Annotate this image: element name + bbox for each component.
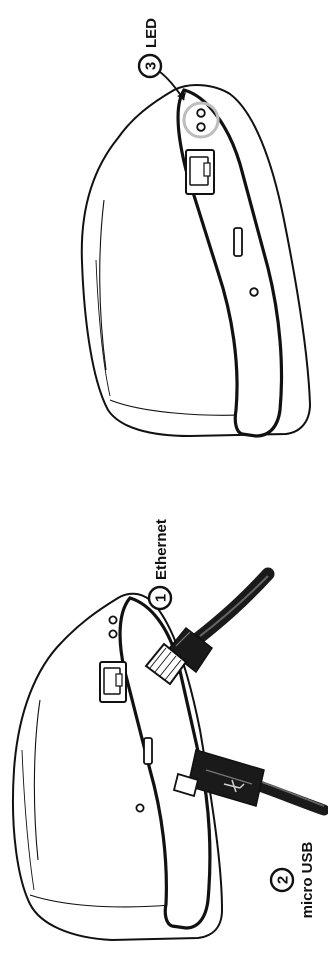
led-dot-top-2 <box>197 123 205 131</box>
led-dot-bottom-2 <box>109 630 116 637</box>
led-dot-bottom-1 <box>109 616 116 623</box>
callout-label: LED <box>143 18 160 48</box>
usb-port-bottom <box>144 738 152 764</box>
callout-number: 3 <box>143 62 160 70</box>
callout-number: 1 <box>153 594 170 602</box>
usb-port-top <box>234 228 242 256</box>
callout-ethernet: 1 Ethernet <box>149 519 171 609</box>
ethernet-port-bottom <box>100 662 126 702</box>
led-dot-top-1 <box>197 109 205 117</box>
reset-hole-top <box>250 288 258 296</box>
ethernet-port-top <box>186 150 214 194</box>
callout-label: Ethernet <box>153 519 170 580</box>
callout-label: micro USB <box>299 841 316 918</box>
callout-led: 3 LED <box>139 18 161 77</box>
device-top <box>82 85 310 436</box>
reset-hole-bottom <box>136 804 143 811</box>
callout-micro-usb: 2 micro USB <box>271 841 316 918</box>
callout-number: 2 <box>275 876 292 884</box>
